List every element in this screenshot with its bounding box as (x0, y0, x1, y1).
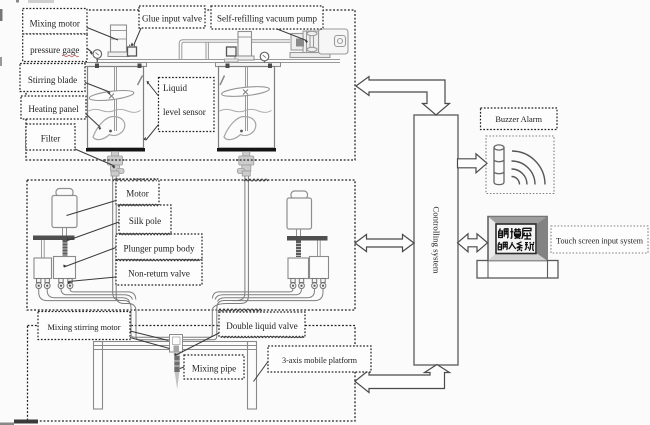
svg-text:Heating panel: Heating panel (28, 104, 79, 114)
svg-text:Liquid: Liquid (163, 83, 187, 93)
svg-text:Mixing motor: Mixing motor (30, 19, 80, 29)
svg-text:Plunger pump body: Plunger pump body (124, 244, 195, 254)
svg-text:Filter: Filter (41, 134, 61, 144)
svg-text:Controlling system: Controlling system (432, 206, 442, 273)
svg-text:Non-return valve: Non-return valve (128, 269, 190, 279)
svg-text:level sensor: level sensor (163, 107, 206, 117)
svg-text:3-axis mobile platform: 3-axis mobile platform (282, 356, 358, 365)
svg-text:Silk pole: Silk pole (129, 216, 161, 226)
svg-text:Self-refilling vacuum pump: Self-refilling vacuum pump (217, 14, 317, 24)
svg-text:Stirring blade: Stirring blade (28, 75, 77, 85)
svg-text:Mixing stirring motor: Mixing stirring motor (47, 323, 120, 332)
svg-text:Double liquid valve: Double liquid valve (226, 321, 298, 331)
svg-text:Glue input valve: Glue input valve (142, 14, 202, 24)
svg-text:Touch screen input system: Touch screen input system (556, 237, 644, 246)
svg-text:Motor: Motor (126, 189, 149, 199)
svg-text:Mixing pipe: Mixing pipe (192, 364, 236, 374)
svg-text:pressure gage: pressure gage (30, 45, 79, 55)
svg-text:Buzzer Alarm: Buzzer Alarm (495, 115, 542, 124)
